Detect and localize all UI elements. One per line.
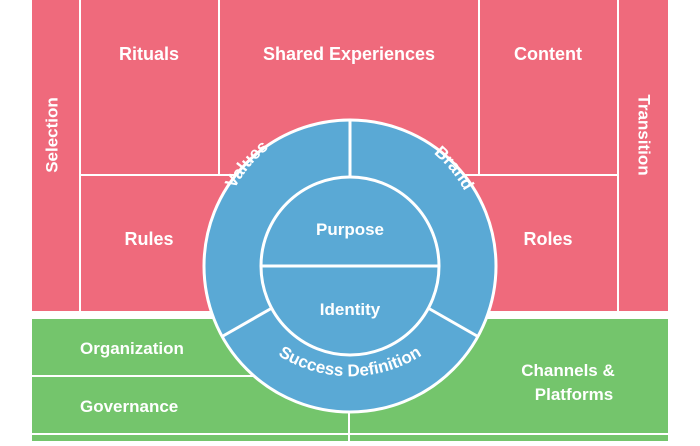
identity-label: Identity <box>320 300 381 319</box>
rules-label: Rules <box>124 229 173 249</box>
core-circle <box>202 118 498 414</box>
shared-experiences-label: Shared Experiences <box>263 44 435 64</box>
purpose-label: Purpose <box>316 220 384 239</box>
ring-divider-left <box>222 306 273 338</box>
transition-label: Transition <box>635 94 654 175</box>
top-region <box>32 0 668 311</box>
rituals-block <box>81 0 218 174</box>
transition-block <box>619 0 668 311</box>
rituals-label: Rituals <box>119 44 179 64</box>
bottom-left-strip <box>32 435 348 441</box>
content-label: Content <box>514 44 582 64</box>
selection-block <box>32 0 79 311</box>
content-block <box>480 0 617 174</box>
selection-label: Selection <box>43 97 62 173</box>
roles-label: Roles <box>523 229 572 249</box>
organization-label: Organization <box>80 339 184 358</box>
ring-divider-right <box>427 306 478 338</box>
governance-label: Governance <box>80 397 178 416</box>
channels-platforms-label-line1: Channels & <box>521 361 615 380</box>
channels-platforms-label-line2: Platforms <box>535 385 613 404</box>
bottom-right-strip <box>350 435 668 441</box>
